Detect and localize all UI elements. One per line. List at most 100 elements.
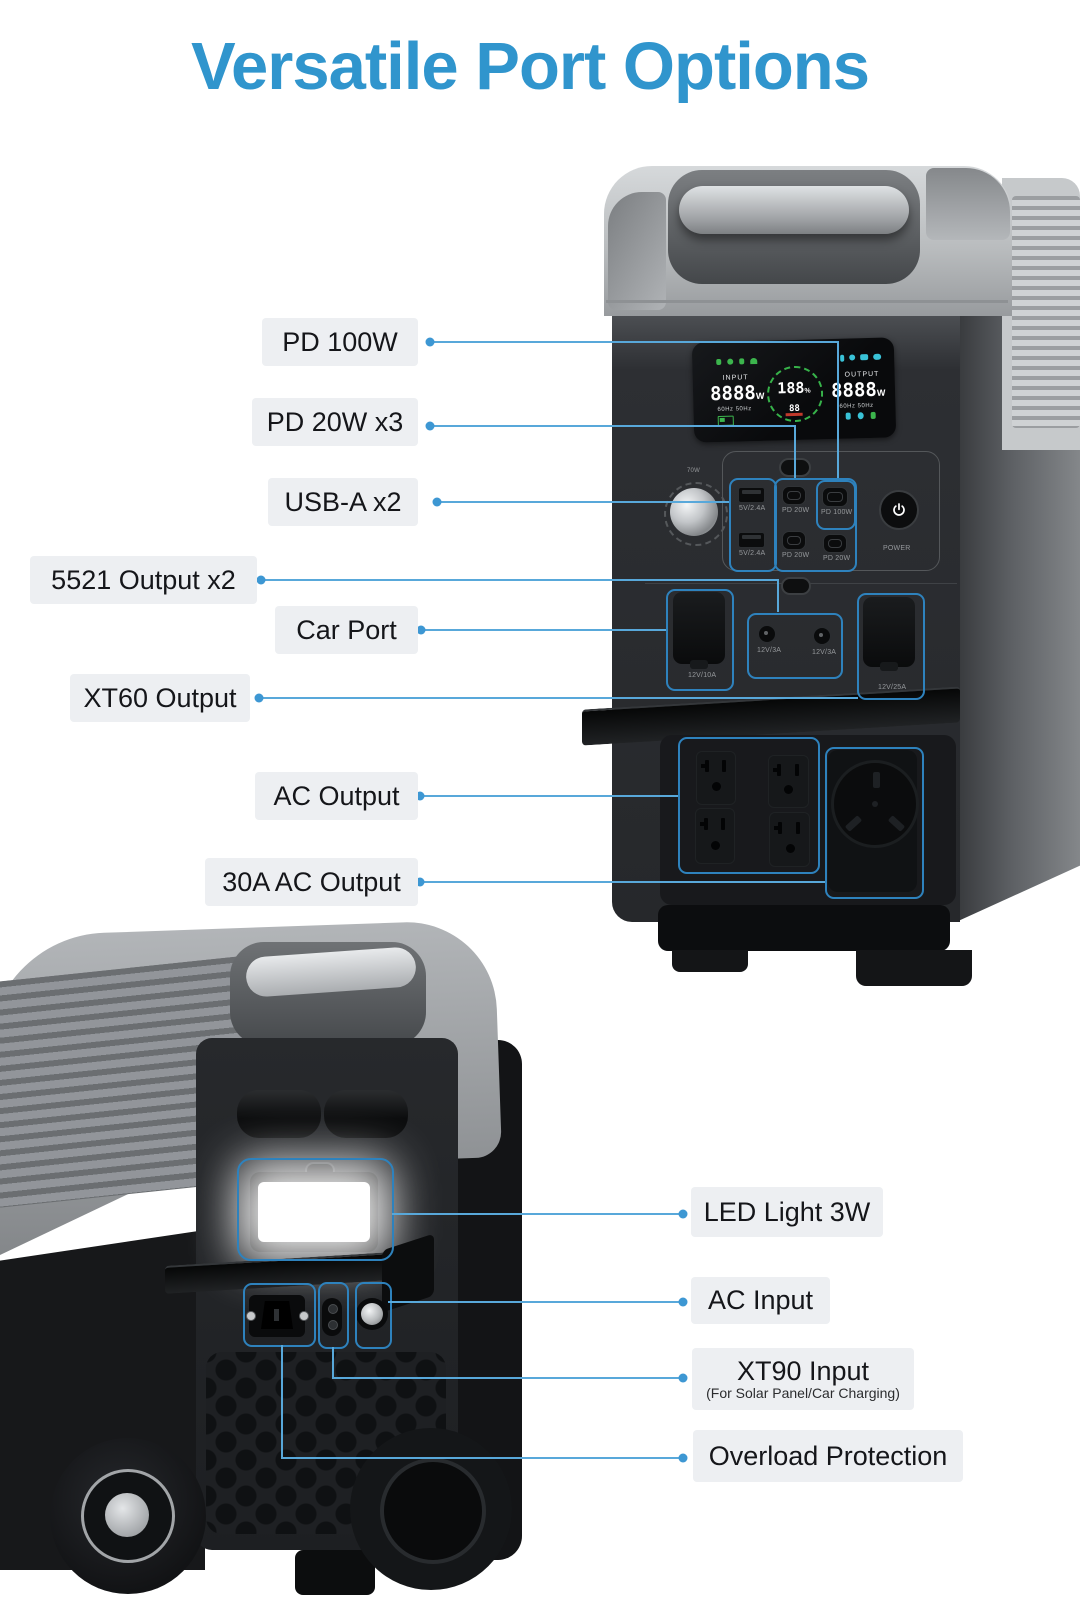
highlight-ac-inlet xyxy=(243,1283,316,1347)
front-unit-foot-right xyxy=(856,950,972,986)
callout-sublabel: (For Solar Panel/Car Charging) xyxy=(706,1385,900,1402)
callout-label: XT90 Input xyxy=(736,1355,870,1386)
usb-a-label-2: 5V/2.4A xyxy=(739,550,766,557)
battery-fill xyxy=(719,417,725,422)
wifi-icon xyxy=(750,357,758,365)
callout-label: LED Light 3W xyxy=(703,1196,871,1227)
xt60-port-cover xyxy=(863,597,915,667)
xt60-port-label: 12V/25A xyxy=(878,684,907,691)
display-input-label: INPUT xyxy=(722,374,749,382)
highlight-car-port xyxy=(666,589,734,691)
ac-inlet-socket xyxy=(246,1295,309,1337)
knob-face xyxy=(670,488,718,536)
rear-grab-handle-right xyxy=(324,1090,408,1138)
car-port-label: 12V/10A xyxy=(688,672,717,679)
knob-wattage-label: 70W xyxy=(687,468,700,474)
callout-label: PD 20W x3 xyxy=(266,406,404,437)
usb-c-port-pd20-1 xyxy=(782,486,806,505)
cap-corner-shade-left xyxy=(608,192,666,310)
30a-slot-top xyxy=(873,772,880,788)
callout-xt60-output: XT60 Output xyxy=(70,674,250,722)
dc5521-jack-1 xyxy=(758,625,776,643)
dc5521-label-2: 12V/3A xyxy=(812,649,837,656)
car-port-tab xyxy=(690,660,708,669)
highlight-xt90 xyxy=(318,1282,349,1349)
adapter-icon xyxy=(739,358,745,365)
power-button xyxy=(879,490,919,530)
callout-ac-output: AC Output xyxy=(255,772,418,820)
carry-handle xyxy=(679,186,909,234)
power-button-label: POWER xyxy=(883,545,911,552)
usb-cover-latch xyxy=(779,458,811,477)
usb-c-port-pd100 xyxy=(822,487,848,507)
callout-label: Car Port xyxy=(296,614,397,645)
highlight-pd100 xyxy=(816,480,856,530)
front-unit-foot-left xyxy=(672,950,748,972)
usb-a-port-1 xyxy=(738,487,765,503)
display-input-freq: 60Hz 50Hz xyxy=(717,406,752,414)
ac-30a-outlet xyxy=(831,760,919,848)
ac-status-icon xyxy=(860,354,869,361)
xt90-pin-1 xyxy=(328,1304,338,1314)
power-station-front: INPUT 8888W 60Hz 50Hz 188% 88 OUTPUT 888… xyxy=(582,166,1080,986)
callout-label: Overload Protection xyxy=(708,1440,948,1471)
light-out-icon xyxy=(857,412,864,420)
dc5521-label-1: 12V/3A xyxy=(757,647,782,654)
usb-status-icon xyxy=(849,354,856,361)
callout-label: USB-A x2 xyxy=(284,486,402,517)
highlight-usb-a xyxy=(729,478,777,572)
callout-overload-protection: Overload Protection xyxy=(693,1430,963,1482)
xt90-pin-2 xyxy=(328,1320,338,1330)
cap-seam xyxy=(606,300,1008,303)
highlight-30a-outlet xyxy=(825,747,924,899)
usb-out-icon xyxy=(845,412,851,420)
usb-c-port-pd20-3 xyxy=(823,534,847,553)
callout-car-port: Car Port xyxy=(275,606,418,654)
callout-xt90-input: XT90 Input (For Solar Panel/Car Charging… xyxy=(692,1348,914,1410)
wheel-left xyxy=(50,1438,206,1594)
highlight-round-input xyxy=(355,1282,392,1349)
page-title: Versatile Port Options xyxy=(191,29,870,104)
callout-ac-input: AC Input xyxy=(691,1277,830,1324)
callout-led-light: LED Light 3W xyxy=(691,1187,883,1237)
ac-inlet-pin xyxy=(274,1309,279,1321)
battery-icon xyxy=(717,415,734,427)
wheel-left-cap xyxy=(119,1507,136,1524)
wheel-right xyxy=(350,1428,512,1590)
ac-outlet-3 xyxy=(695,808,735,864)
callout-5521-output: 5521 Output x2 xyxy=(30,556,257,604)
side-vent-grille xyxy=(1012,196,1080,428)
highlight-ac-outlets xyxy=(678,737,820,874)
ac-inlet-screw-left xyxy=(246,1311,256,1321)
usb-c-label-4: PD 20W xyxy=(823,555,851,562)
highlight-usb-c-group xyxy=(774,478,857,572)
ac-outlet-4 xyxy=(769,812,810,867)
overload-warning-segment xyxy=(785,412,803,417)
callout-label: AC Input xyxy=(707,1285,814,1315)
power-icon xyxy=(893,503,905,516)
ac-inlet-screw-right xyxy=(299,1311,309,1321)
callout-usb-a-x2: USB-A x2 xyxy=(268,478,418,526)
front-unit-base-slot xyxy=(658,905,950,951)
dc-cover-latch xyxy=(781,577,811,595)
charge-icon xyxy=(716,358,722,366)
callout-pd-100w: PD 100W xyxy=(262,318,418,366)
input-status-icons xyxy=(716,357,760,366)
output-status-icons xyxy=(840,353,884,362)
wheel-left-hub xyxy=(105,1493,149,1537)
callout-30a-ac-output: 30A AC Output xyxy=(205,858,418,906)
round-connector-ring xyxy=(361,1303,383,1325)
callout-label: PD 100W xyxy=(282,326,398,357)
round-input-connector xyxy=(356,1298,388,1330)
usb-c-label-1: PD 20W xyxy=(782,507,810,514)
wheel-right-hub xyxy=(380,1458,486,1564)
highlight-xt60 xyxy=(857,593,925,700)
output-mode-icons xyxy=(845,411,882,420)
power-station-rear xyxy=(0,890,560,1611)
display-output-label: OUTPUT xyxy=(844,370,880,379)
30a-center-pin xyxy=(872,801,878,807)
usb-a-label-1: 5V/2.4A xyxy=(739,505,766,512)
display-output-freq: 60Hz 50Hz xyxy=(839,402,874,410)
highlight-led xyxy=(237,1158,394,1261)
